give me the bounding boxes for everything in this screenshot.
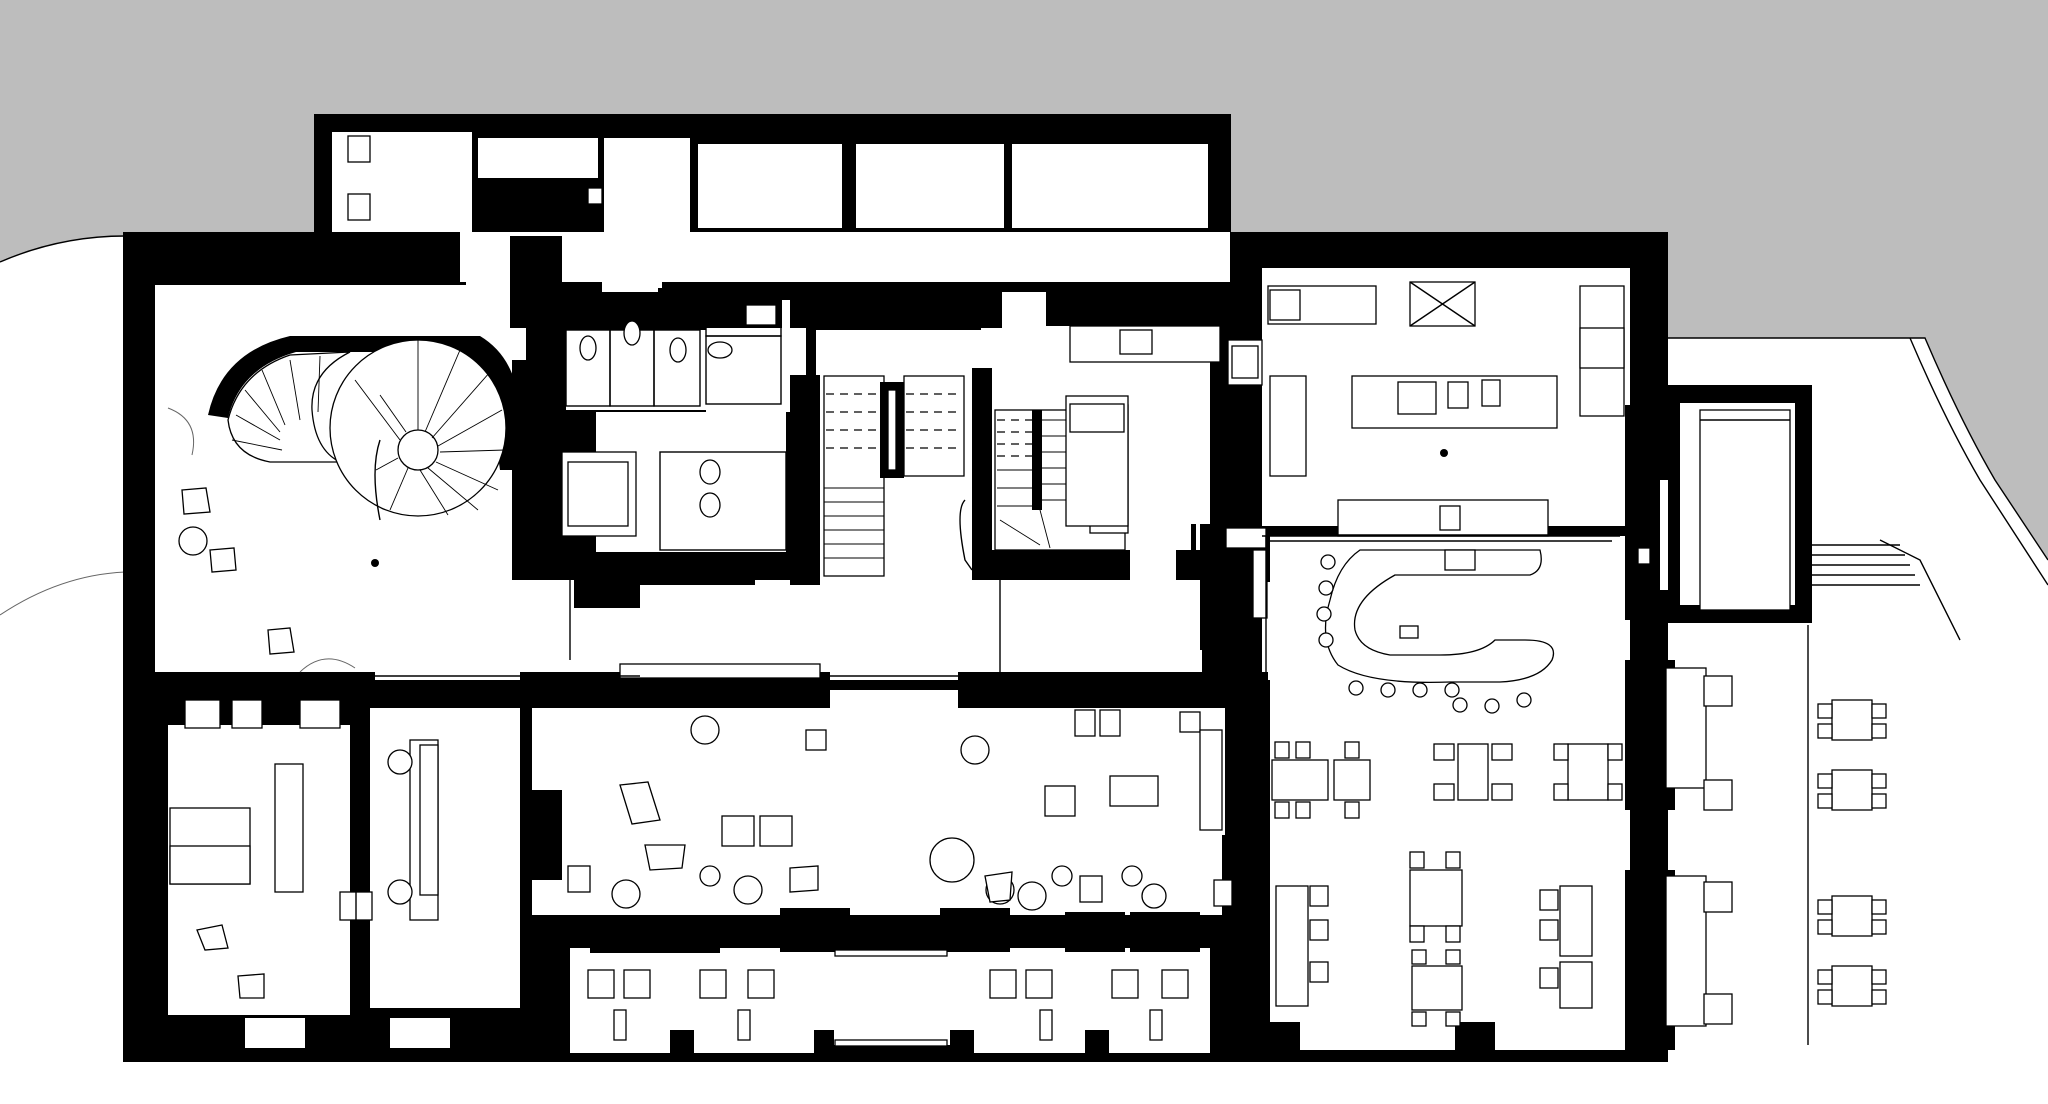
kitchen	[1065, 281, 1625, 619]
bar	[1262, 534, 1620, 714]
partitions	[355, 536, 1267, 1050]
spiral-stair	[208, 336, 558, 580]
lobby-furniture	[167, 264, 562, 673]
office	[169, 699, 439, 999]
window-bay-seating	[587, 949, 1189, 1054]
restrooms	[347, 135, 787, 551]
dining	[1271, 741, 1623, 1027]
main-stair	[823, 370, 992, 577]
terrace	[1637, 409, 1961, 1045]
lounge	[520, 663, 1233, 911]
